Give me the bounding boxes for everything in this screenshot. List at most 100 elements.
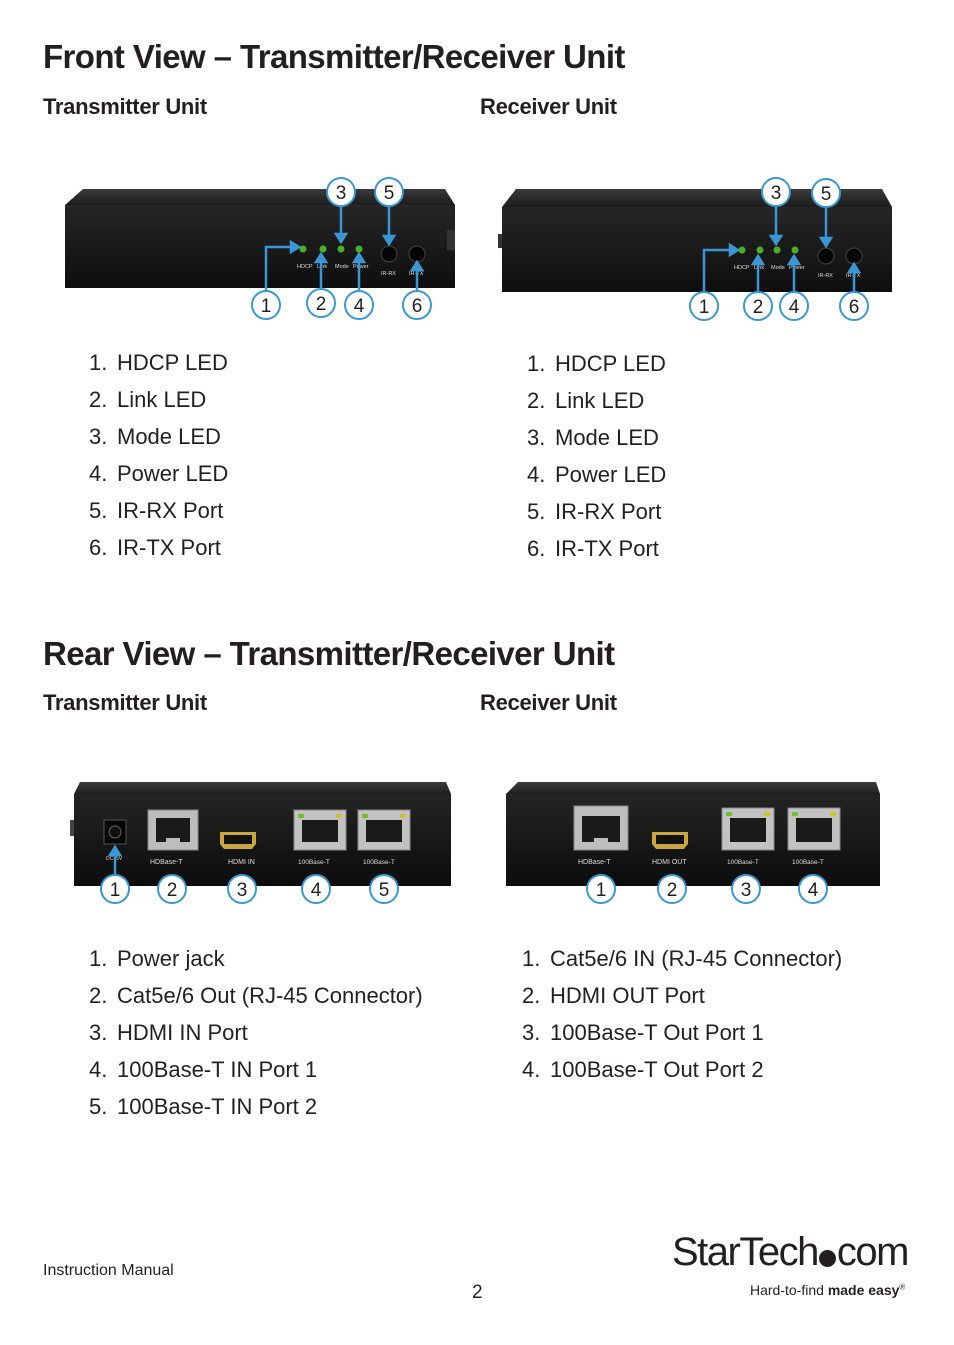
rj45-port-icon xyxy=(722,808,774,850)
panel-label: 100Base-T xyxy=(727,859,759,866)
callout-number: 4 xyxy=(808,880,819,901)
panel-label: HDCP xyxy=(734,265,750,271)
link-led-icon xyxy=(757,247,764,254)
front-transmitter-heading: Transmitter Unit xyxy=(43,94,207,120)
power-led-icon xyxy=(356,246,363,253)
ir-rx-port-icon xyxy=(381,246,397,262)
page-number: 2 xyxy=(472,1282,483,1304)
list-item: 4.100Base-T Out Port 2 xyxy=(522,1057,842,1094)
logo-text: StarTech xyxy=(672,1230,818,1274)
rj45-port-icon xyxy=(148,810,198,850)
list-item: 5.IR-RX Port xyxy=(527,499,666,536)
callout-number: 3 xyxy=(237,880,248,901)
panel-label: Power xyxy=(353,264,369,270)
power-jack-icon xyxy=(104,820,126,844)
panel-label: HDBase-T xyxy=(578,859,611,866)
list-item: 4.100Base-T IN Port 1 xyxy=(89,1057,423,1094)
front-transmitter-photo: HDCP Link Mode Power IR-RX IR-TX 1 2 3 4… xyxy=(55,172,465,322)
rj45-port-icon xyxy=(294,810,346,850)
panel-label: HDCP xyxy=(297,264,313,270)
callout-number: 5 xyxy=(379,880,390,901)
ir-rx-port-icon xyxy=(818,248,834,264)
rear-receiver-photo: HDBase-T HDMI OUT 100Base-T 100Base-T 1 … xyxy=(500,774,890,909)
list-item: 4.Power LED xyxy=(89,461,228,498)
callout-number: 2 xyxy=(167,880,178,901)
callout-number: 2 xyxy=(753,297,764,318)
panel-label: 100Base-T xyxy=(792,859,824,866)
list-item: 1.Cat5e/6 IN (RJ-45 Connector) xyxy=(522,946,842,983)
ir-tx-port-icon xyxy=(846,248,862,264)
hdmi-port-icon xyxy=(220,832,256,849)
list-item: 3.Mode LED xyxy=(89,424,228,461)
panel-label: HDMI IN xyxy=(228,859,255,866)
startech-logo: StarTech com Hard-to-find made easy® xyxy=(672,1230,912,1305)
logo-tagline: Hard-to-find xyxy=(750,1282,828,1298)
list-item: 2.Cat5e/6 Out (RJ-45 Connector) xyxy=(89,983,423,1020)
list-item: 3.100Base-T Out Port 1 xyxy=(522,1020,842,1057)
front-receiver-photo: HDCP Link Mode Power IR-RX IR-TX 1 2 3 4… xyxy=(494,172,904,322)
panel-label: IR-RX xyxy=(818,273,833,279)
registered-mark: ® xyxy=(899,1282,905,1291)
list-item: 2.HDMI OUT Port xyxy=(522,983,842,1020)
list-item: 2.Link LED xyxy=(527,388,666,425)
front-receiver-heading: Receiver Unit xyxy=(480,94,617,120)
panel-label: Mode xyxy=(771,265,785,271)
callout-number: 2 xyxy=(316,294,327,315)
rear-receiver-list: 1.Cat5e/6 IN (RJ-45 Connector) 2.HDMI OU… xyxy=(522,946,842,1094)
callout-number: 4 xyxy=(789,297,800,318)
callout-number: 3 xyxy=(336,183,347,204)
logo-tagline-bold: made easy xyxy=(828,1282,900,1298)
list-item: 3.HDMI IN Port xyxy=(89,1020,423,1057)
rj45-port-icon xyxy=(358,810,410,850)
callout-number: 2 xyxy=(667,880,678,901)
rj45-port-icon xyxy=(574,806,628,850)
list-item: 4.Power LED xyxy=(527,462,666,499)
rear-transmitter-heading: Transmitter Unit xyxy=(43,690,207,716)
rj45-port-icon xyxy=(788,808,840,850)
list-item: 5.100Base-T IN Port 2 xyxy=(89,1094,423,1131)
mode-led-icon xyxy=(774,247,781,254)
rear-transmitter-photo: DC+5V HDBase-T HDMI IN 100Base-T 100Base… xyxy=(66,774,456,909)
panel-label: HDMI OUT xyxy=(652,859,687,866)
rear-transmitter-list: 1.Power jack 2.Cat5e/6 Out (RJ-45 Connec… xyxy=(89,946,423,1131)
callout-number: 4 xyxy=(354,296,365,317)
callout-number: 1 xyxy=(596,880,607,901)
list-item: 1.HDCP LED xyxy=(527,351,666,388)
front-receiver-list: 1.HDCP LED 2.Link LED 3.Mode LED 4.Power… xyxy=(527,351,666,573)
ir-tx-port-icon xyxy=(409,246,425,262)
callout-number: 4 xyxy=(311,880,322,901)
callout-number: 6 xyxy=(412,296,423,317)
rear-view-title: Rear View – Transmitter/Receiver Unit xyxy=(43,635,614,673)
front-view-title: Front View – Transmitter/Receiver Unit xyxy=(43,38,625,76)
logo-dot-icon xyxy=(819,1250,836,1267)
panel-label: 100Base-T xyxy=(363,859,395,866)
list-item: 1.Power jack xyxy=(89,946,423,983)
logo-text: com xyxy=(837,1230,908,1274)
list-item: 6.IR-TX Port xyxy=(89,535,228,572)
rear-receiver-heading: Receiver Unit xyxy=(480,690,617,716)
panel-label: 100Base-T xyxy=(298,859,330,866)
panel-label: HDBase-T xyxy=(150,859,183,866)
hdmi-port-icon xyxy=(652,832,688,849)
panel-label: IR-RX xyxy=(381,271,396,277)
callout-number: 1 xyxy=(261,296,272,317)
mode-led-icon xyxy=(338,246,345,253)
link-led-icon xyxy=(320,246,327,253)
list-item: 2.Link LED xyxy=(89,387,228,424)
front-transmitter-list: 1.HDCP LED 2.Link LED 3.Mode LED 4.Power… xyxy=(89,350,228,572)
footer-doc-label: Instruction Manual xyxy=(43,1262,174,1280)
callout-number: 5 xyxy=(821,184,832,205)
list-item: 3.Mode LED xyxy=(527,425,666,462)
callout-number: 5 xyxy=(384,183,395,204)
callout-number: 3 xyxy=(741,880,752,901)
callout-number: 6 xyxy=(849,297,860,318)
list-item: 1.HDCP LED xyxy=(89,350,228,387)
callout-number: 1 xyxy=(699,297,710,318)
callout-number: 3 xyxy=(771,183,782,204)
list-item: 6.IR-TX Port xyxy=(527,536,666,573)
list-item: 5.IR-RX Port xyxy=(89,498,228,535)
power-led-icon xyxy=(792,247,799,254)
panel-label: Power xyxy=(789,265,805,271)
callout-number: 1 xyxy=(110,880,121,901)
panel-label: Mode xyxy=(335,264,349,270)
